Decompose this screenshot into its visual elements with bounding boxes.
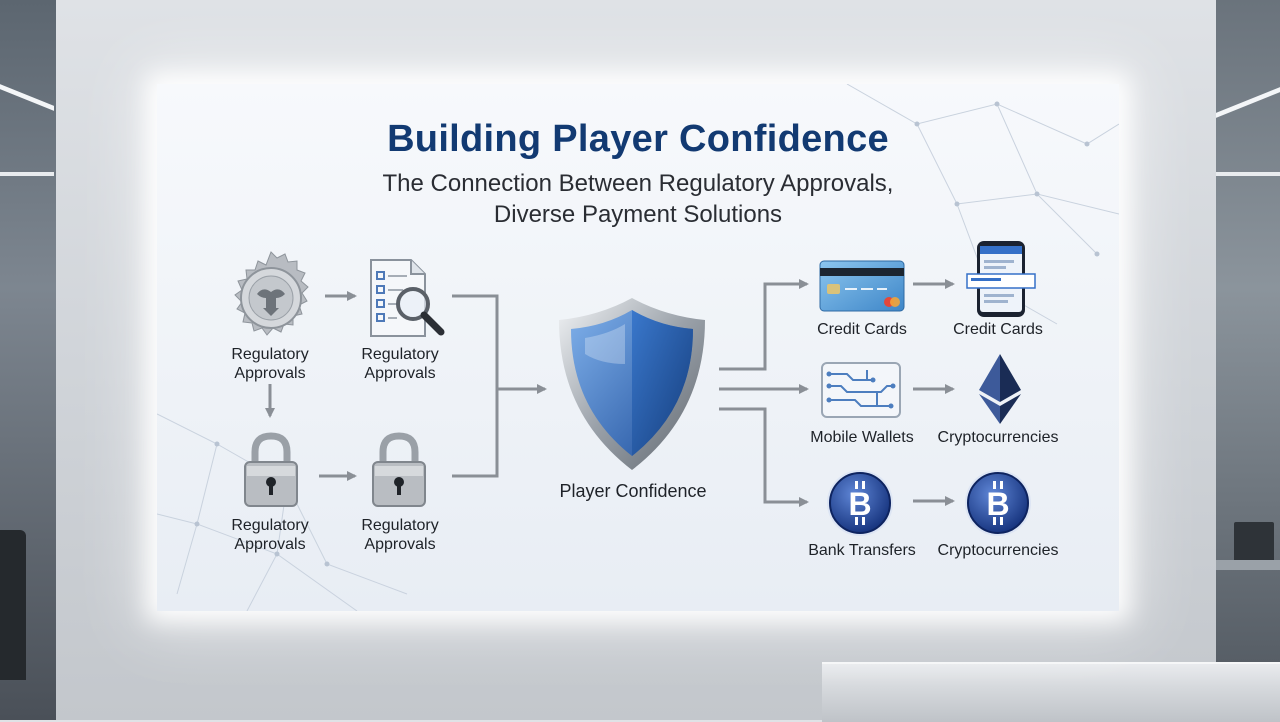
right-node-label: Bank Transfers (808, 542, 916, 559)
connector-lines (265, 279, 955, 507)
office-monitor (1234, 522, 1274, 564)
right-node-label: Credit Cards (817, 321, 907, 338)
label-line: Approvals (234, 365, 306, 382)
arrow-shield-to-cards (719, 279, 809, 371)
subtitle-line-1: The Connection Between Regulatory Approv… (382, 170, 894, 197)
arrow-shield-to-bank (719, 407, 809, 507)
credit-card-icon (819, 260, 905, 312)
label-line: Regulatory (361, 517, 439, 534)
wall-trim (1216, 172, 1280, 176)
padlock-icon (244, 432, 298, 507)
office-chair (0, 530, 26, 680)
right-node-label: Mobile Wallets (810, 429, 914, 446)
right-node-label: Credit Cards (953, 321, 1043, 338)
left-node-label: Regulatory Approvals (345, 345, 455, 383)
infographic-board: Building Player Confidence The Connectio… (157, 84, 1119, 611)
left-node-label: Regulatory Approvals (345, 516, 455, 554)
svg-text:B: B (986, 486, 1009, 522)
diagram-subtitle: The Connection Between Regulatory Approv… (157, 168, 1119, 230)
office-desk (1216, 560, 1280, 570)
reception-counter (822, 662, 1280, 722)
office-wall-right (1216, 0, 1280, 720)
ethereum-icon (979, 354, 1021, 424)
left-node-label: Regulatory Approvals (215, 345, 325, 383)
wall-trim (0, 172, 54, 176)
right-node-label: Cryptocurrencies (937, 429, 1059, 446)
label-line: Approvals (364, 536, 436, 553)
shield-icon (559, 298, 705, 470)
label-line: Regulatory (231, 517, 309, 534)
label-line: Regulatory (231, 346, 309, 363)
center-node-label: Player Confidence (559, 481, 707, 501)
label-line: Approvals (234, 536, 306, 553)
smartphone-payment-icon (966, 241, 1036, 317)
svg-text:B: B (848, 486, 871, 522)
seal-icon (234, 251, 309, 336)
subtitle-line-2: Diverse Payment Solutions (493, 201, 783, 228)
right-node-label: Cryptocurrencies (937, 542, 1059, 559)
padlock-icon (372, 432, 426, 507)
bitcoin-coin-icon: B (965, 470, 1031, 536)
label-line: Approvals (364, 365, 436, 382)
diagram-title: Building Player Confidence (387, 118, 889, 160)
left-node-label: Regulatory Approvals (215, 516, 325, 554)
circuit-board-icon (821, 362, 901, 418)
bracket-to-shield (452, 294, 499, 478)
document-magnifier-icon (370, 259, 445, 337)
bitcoin-coin-icon: B (827, 470, 893, 536)
label-line: Regulatory (361, 346, 439, 363)
